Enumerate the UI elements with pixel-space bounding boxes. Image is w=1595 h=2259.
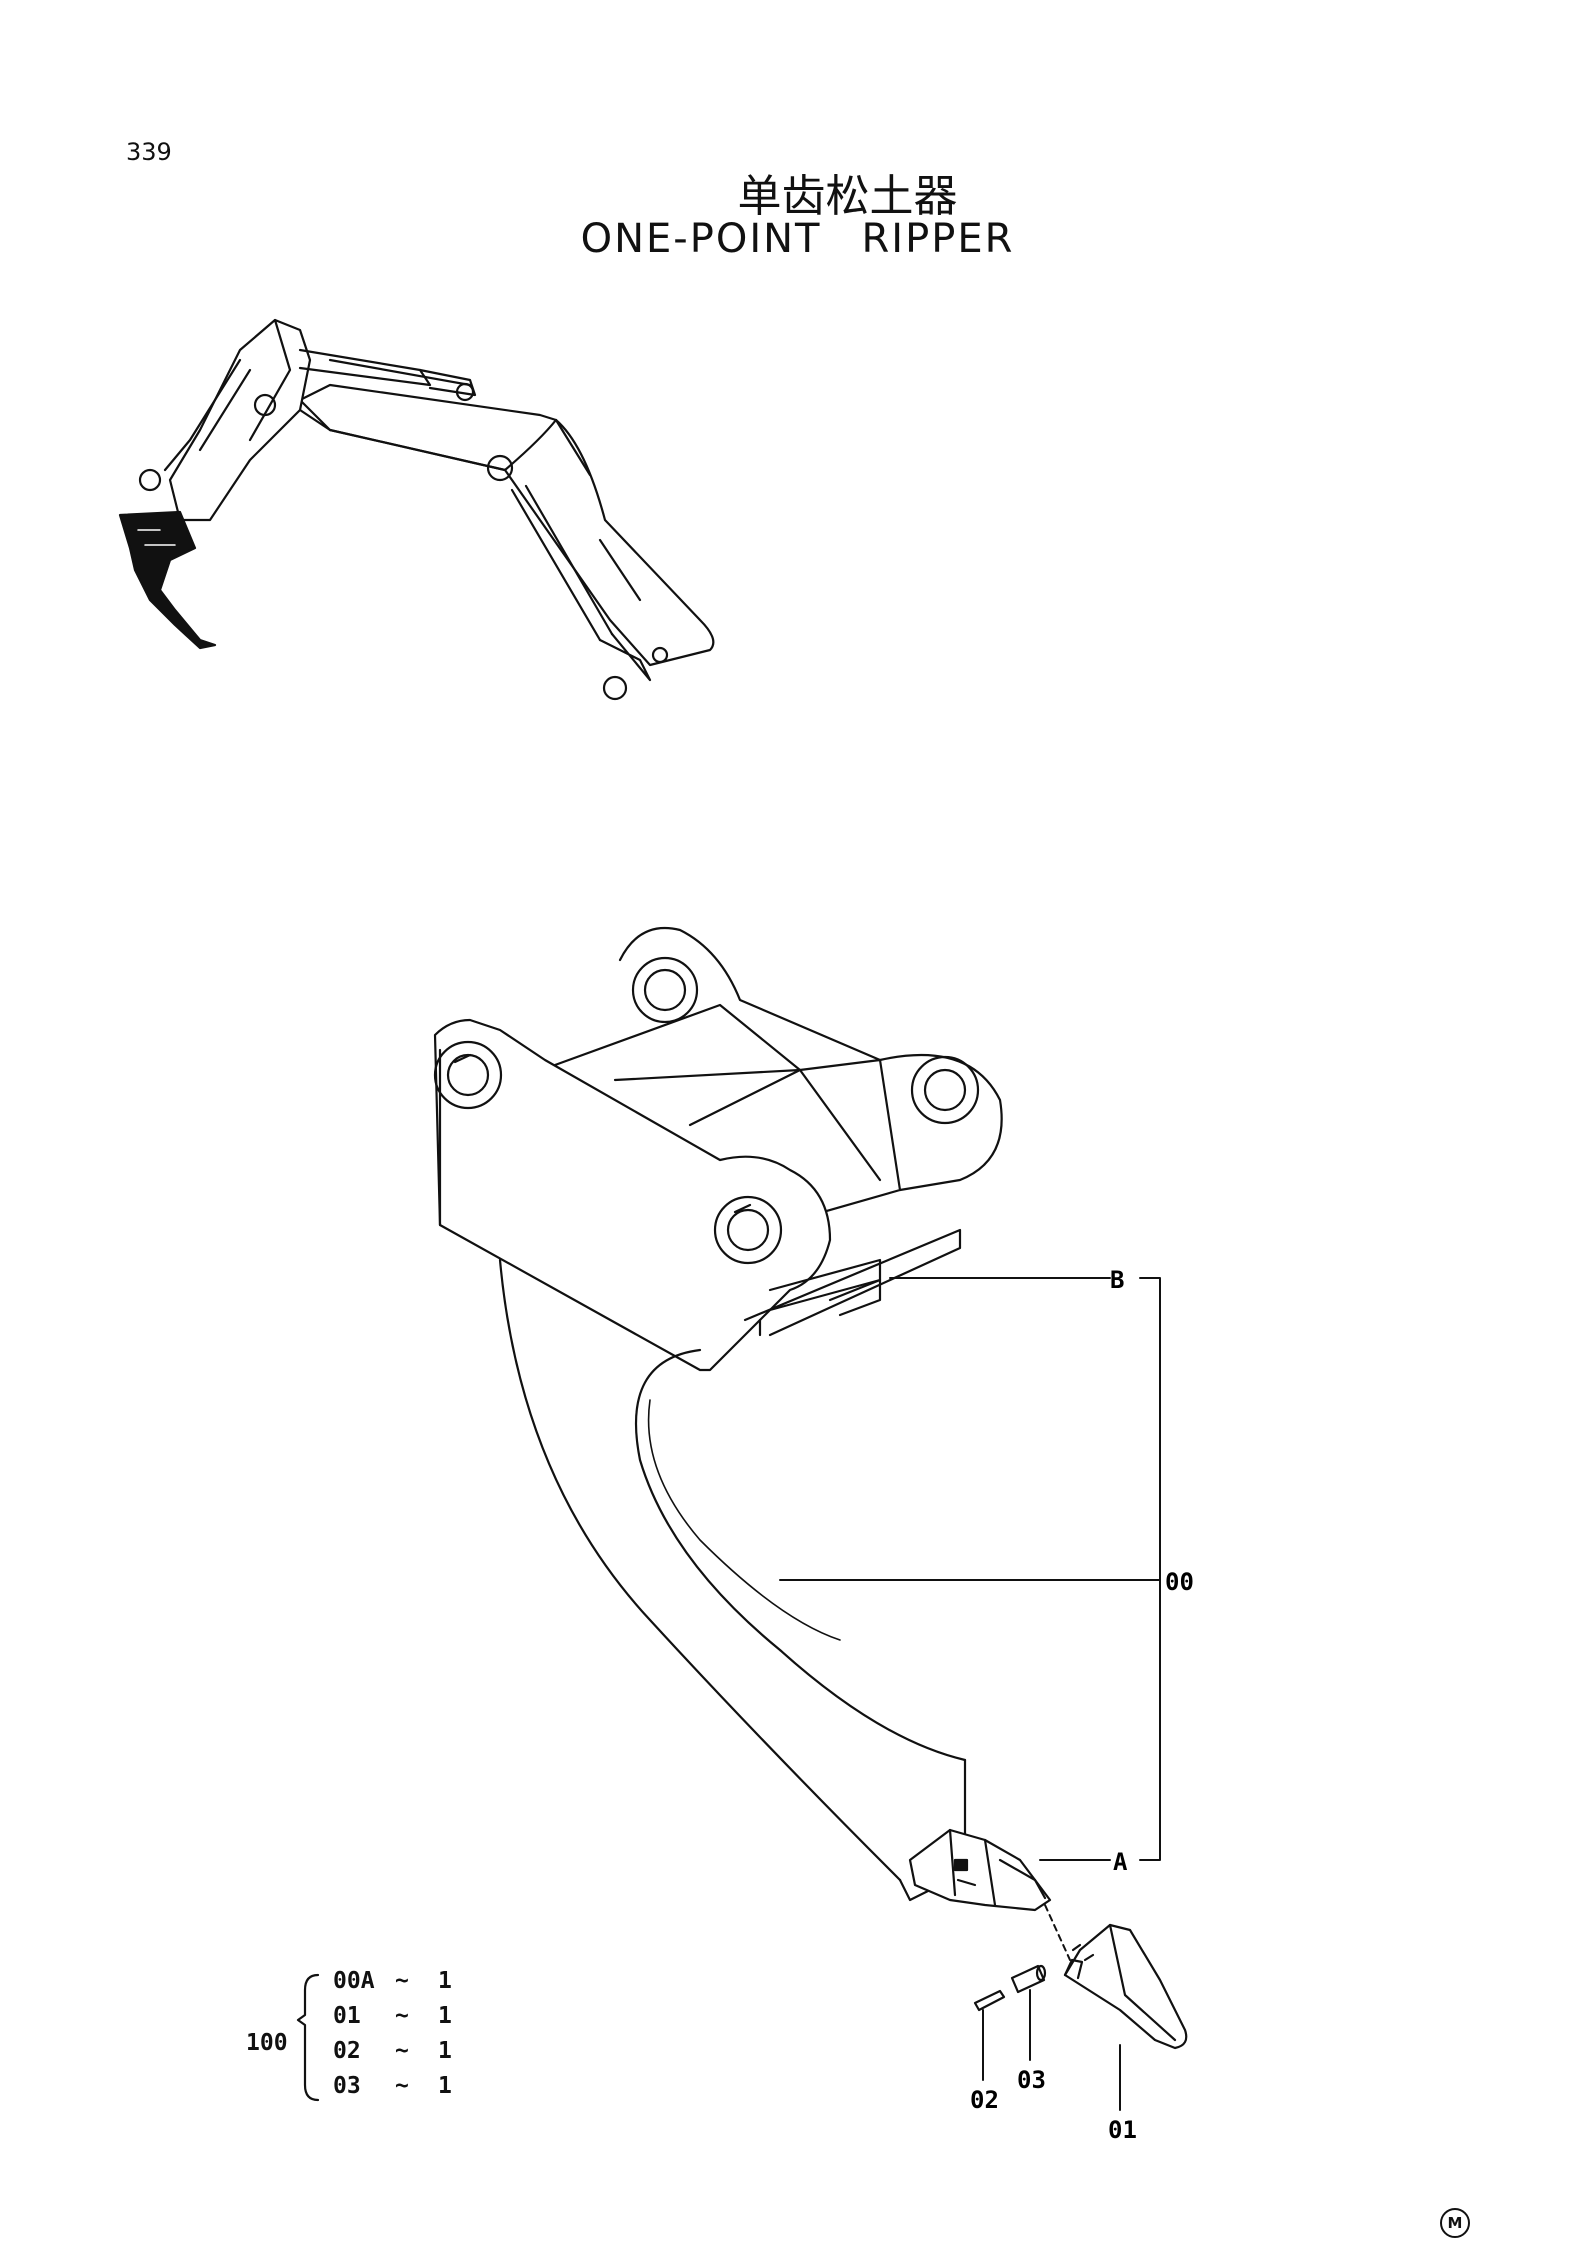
kit-part: 01 [333,2003,361,2029]
callout-part-02: 02 [970,2086,999,2114]
kit-part: 02 [333,2038,361,2064]
kit-tilde: ~ [395,1968,409,1994]
kit-brace [296,1973,320,2102]
kit-tilde: ~ [395,2003,409,2029]
callout-part-03: 03 [1017,2066,1046,2094]
kit-qty: 1 [438,2038,452,2064]
ripper-pin [973,1989,1006,2012]
callout-b: B [1110,1266,1124,1294]
ripper-shank-main [433,926,1052,1912]
kit-qty: 1 [438,2003,452,2029]
kit-tilde: ~ [395,2073,409,2099]
kit-part: 03 [333,2073,361,2099]
page-number: 339 [126,138,172,166]
title-english-word-2: RIPPER [861,216,1015,262]
kit-qty: 1 [438,2073,452,2099]
callout-assembly-00: 00 [1165,1568,1194,1596]
title-english: ONE-POINT RIPPER [0,216,1595,262]
kit-row: 03 [333,2073,361,2099]
callout-part-01: 01 [1108,2116,1137,2144]
callout-a: A [1113,1848,1128,1876]
kit-number: 100 [246,2030,288,2056]
kit-row: 02 [333,2038,361,2064]
title-english-word-1: ONE-POINT [580,216,822,262]
title-chinese: 单齿松土器 [737,171,958,222]
footer-marker: M [1440,2208,1470,2238]
kit-tilde: ~ [395,2038,409,2064]
kit-qty: 1 [438,1968,452,1994]
kit-row: 00A [333,1968,375,1994]
ripper-lock-bushing [1010,1964,1047,1994]
excavator-arm-thumbnail [118,318,715,701]
ripper-point-tooth [1063,1923,1188,2050]
leader-lines [779,1277,1161,2111]
kit-row: 01 [333,2003,361,2029]
kit-part: 00A [333,1968,375,1994]
